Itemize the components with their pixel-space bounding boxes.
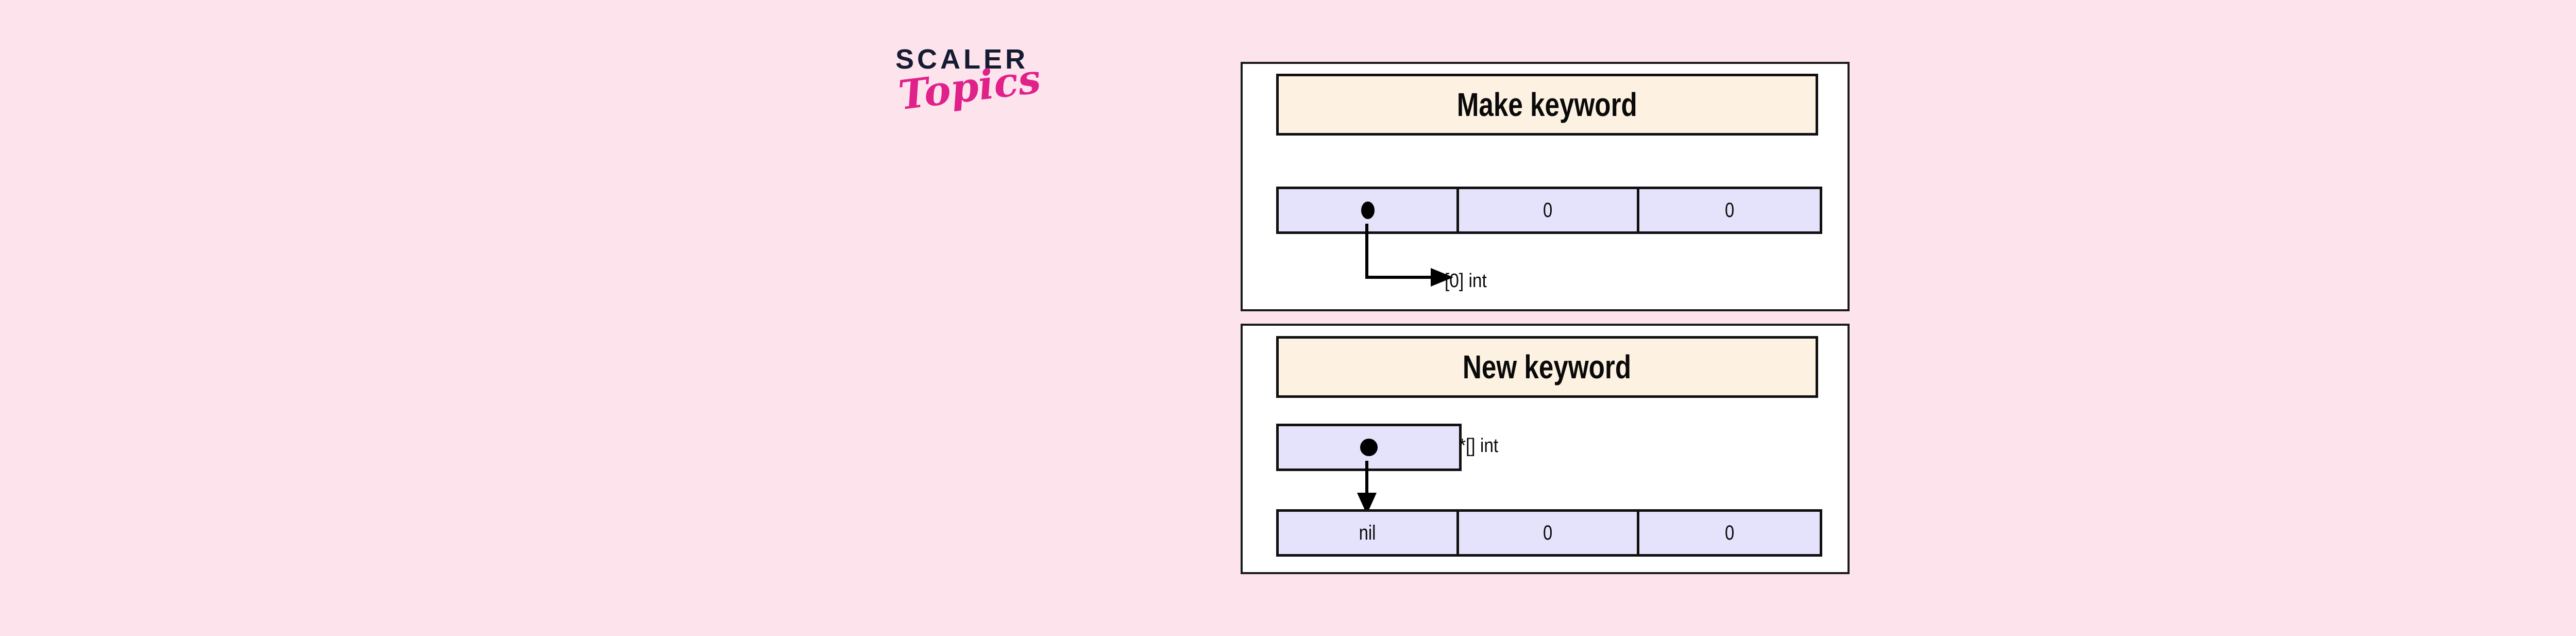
new-nil-cell: nil [1279,512,1459,554]
make-type-label: [0] int [1445,270,1487,292]
new-capacity-value: 0 [1724,521,1735,544]
make-length-cell: 0 [1459,189,1639,231]
make-pointer-cell [1279,189,1459,231]
make-length-value: 0 [1543,198,1553,222]
make-capacity-value: 0 [1724,198,1735,222]
make-capacity-cell: 0 [1639,189,1820,231]
new-array-row: nil 0 0 [1276,509,1822,557]
new-keyword-panel: New keyword *[] int nil 0 0 [1241,324,1850,574]
make-keyword-header: Make keyword [1276,74,1818,136]
make-keyword-panel: Make keyword 0 0 [0] int [1241,62,1850,311]
new-nil-value: nil [1359,521,1376,544]
new-length-value: 0 [1543,521,1553,544]
new-pointer-cell [1279,426,1459,468]
new-type-label: *[] int [1459,435,1499,457]
make-slice-header-row: 0 0 [1276,187,1822,234]
scaler-topics-logo: SCALER Topics [895,45,1050,143]
new-length-cell: 0 [1459,512,1639,554]
pointer-dot-icon [1361,202,1375,219]
pointer-dot-icon [1360,439,1378,456]
logo-scaler-text: SCALER [895,44,1029,75]
make-keyword-title: Make keyword [1456,86,1638,123]
new-keyword-title: New keyword [1463,348,1632,386]
new-capacity-cell: 0 [1639,512,1820,554]
new-keyword-header: New keyword [1276,336,1818,398]
new-pointer-row [1276,424,1462,471]
